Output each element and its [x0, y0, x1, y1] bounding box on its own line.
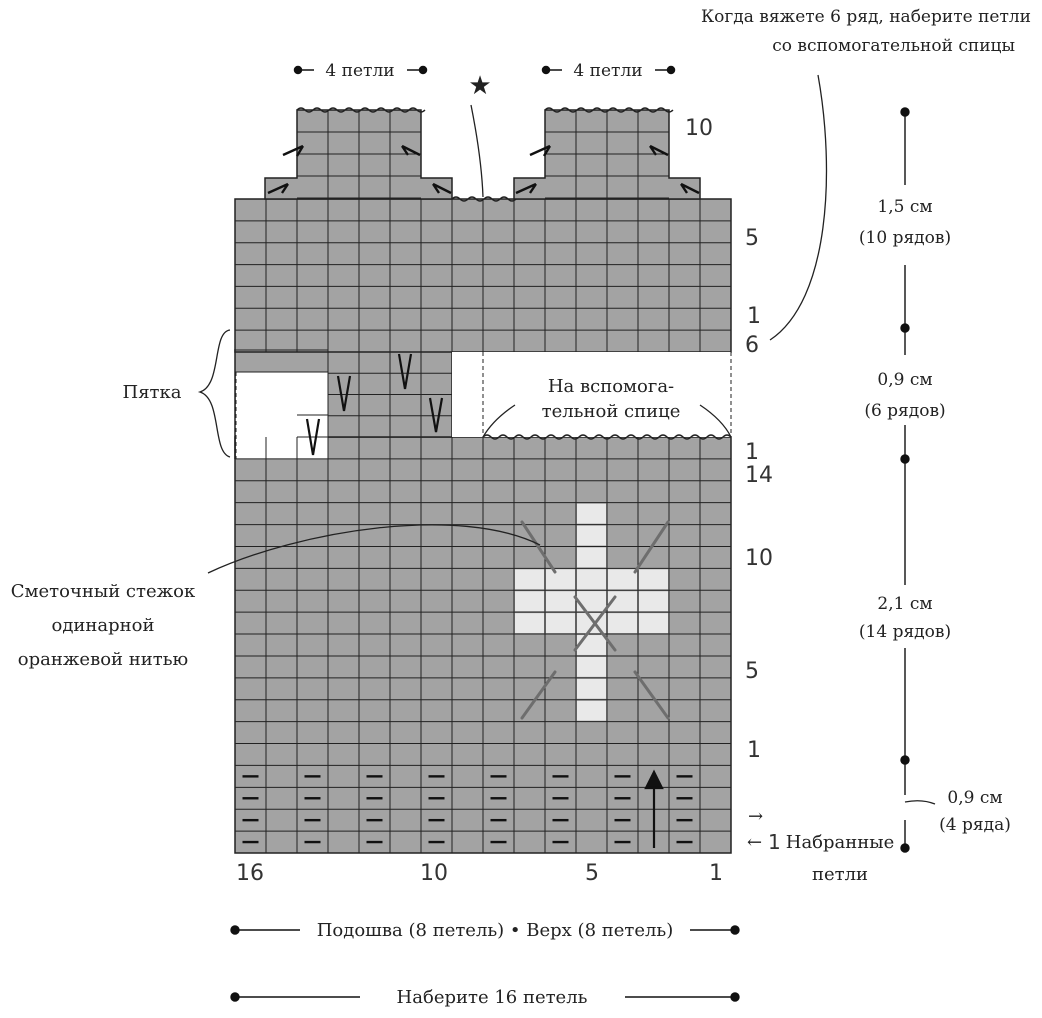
- motif-cell: [639, 569, 668, 590]
- aux-needle-label-2: тельной спице: [542, 401, 681, 422]
- row-number-top-5: 5: [745, 226, 759, 251]
- arrow-right-glyph: →: [748, 806, 763, 827]
- caston-label-1: Набранные: [786, 832, 895, 853]
- caston-label-2: петли: [812, 864, 868, 885]
- motif-cell: [515, 613, 544, 634]
- bottom-dimensions: [230, 925, 740, 1002]
- dashed-outlines: [235, 352, 732, 459]
- wave-middle-top: [451, 196, 517, 202]
- motif-cell: [577, 700, 606, 721]
- decrease-mark: [267, 182, 289, 195]
- row-number-1: 1: [747, 738, 761, 763]
- decrease-mark: [529, 144, 552, 157]
- measure-2-line-2: (6 рядов): [864, 401, 945, 421]
- basting-stitches: [520, 520, 670, 720]
- basting-label-2: одинарной: [52, 615, 155, 636]
- decrease-mark: [432, 182, 452, 195]
- grid-lines: [235, 110, 731, 853]
- row-number-mid-1: 1: [745, 440, 759, 465]
- motif-cell: [608, 569, 637, 590]
- col-number-1: 1: [709, 861, 723, 886]
- basting-label-3: оранжевой нитью: [18, 649, 188, 670]
- row-number-bottom-1: 1: [768, 830, 781, 854]
- row-number-top-1: 1: [747, 304, 761, 329]
- row-number-5: 5: [745, 659, 759, 684]
- star-icon: ★: [468, 71, 491, 101]
- top-dimensions: [293, 65, 676, 75]
- decrease-marks: [267, 144, 700, 195]
- small-measure-leader: [904, 800, 936, 805]
- measure-3-line-2: (14 рядов): [859, 622, 951, 642]
- v-mark: [428, 397, 444, 433]
- heel-brace: [197, 329, 231, 458]
- motif-cell: [577, 503, 606, 524]
- col-number-16: 16: [236, 861, 264, 886]
- wavy-edges: [296, 107, 732, 440]
- top-note-line-1: Когда вяжете 6 ряд, наберите петли: [701, 7, 1031, 27]
- measure-4-line-2: (4 ряда): [939, 815, 1011, 835]
- motif-cell: [639, 613, 668, 634]
- motif-cell: [546, 591, 575, 612]
- star-leader: [470, 104, 484, 198]
- wave-left-top: [296, 107, 426, 113]
- motif-cell: [546, 569, 575, 590]
- measure-1-line-1: 1,5 см: [877, 197, 932, 217]
- measure-2-line-1: 0,9 см: [877, 370, 932, 390]
- aux-needle-label-1: На вспомога-: [548, 376, 674, 397]
- heel-label: Пятка: [123, 382, 182, 403]
- heel-cutouts: [236, 352, 731, 459]
- decrease-mark: [401, 144, 421, 157]
- basting-leader: [207, 524, 541, 574]
- aux-leader-left: [482, 404, 516, 438]
- motif-cell: [577, 635, 606, 655]
- top-label-left: 4 петли: [325, 61, 394, 81]
- decrease-mark: [649, 144, 669, 157]
- col-number-10: 10: [420, 861, 448, 886]
- motif-cell: [546, 613, 575, 634]
- motif-cell: [515, 569, 544, 590]
- motif-cell: [639, 591, 668, 612]
- top-label-right: 4 петли: [573, 61, 642, 81]
- aux-leader-right: [699, 404, 732, 438]
- direction-arrow: [644, 769, 664, 848]
- measure-1-line-2: (10 рядов): [859, 228, 951, 248]
- note-leader: [769, 74, 828, 341]
- decrease-mark: [680, 182, 700, 195]
- measure-3-line-1: 2,1 см: [877, 594, 932, 614]
- basting-label-1: Сметочный стежок: [11, 581, 196, 602]
- sole-top-label: Подошва (8 петель) • Верх (8 петель): [317, 920, 674, 941]
- motif-cell: [608, 613, 637, 634]
- motif-cell: [577, 678, 606, 699]
- motif-cell: [515, 591, 544, 612]
- wave-aux-needle: [482, 434, 732, 440]
- motif-cell: [577, 547, 606, 568]
- measure-4-line-1: 0,9 см: [947, 788, 1002, 808]
- leader-lines: [197, 74, 936, 805]
- v-mark: [336, 375, 352, 412]
- row-number-top-10: 10: [685, 116, 713, 141]
- decrease-mark: [515, 182, 537, 195]
- v-mark: [305, 418, 321, 456]
- motif-cell: [577, 656, 606, 677]
- top-note-line-2: со вспомогательной спицы: [772, 36, 1015, 56]
- row-number-14: 14: [745, 463, 773, 488]
- purl-marks: [242, 775, 693, 844]
- row-number-6: 6: [745, 333, 759, 358]
- row-number-10: 10: [745, 546, 773, 571]
- motif-cell: [577, 591, 606, 612]
- arrow-left-glyph: ←: [747, 832, 762, 853]
- right-measurement-line: [900, 107, 910, 853]
- decrease-mark: [282, 144, 305, 157]
- motif-cell: [577, 525, 606, 546]
- col-number-5: 5: [585, 861, 599, 886]
- caston-total-label: Наберите 16 петель: [397, 987, 588, 1008]
- slip-stitch-marks: [305, 353, 444, 456]
- wave-right-top: [544, 107, 674, 113]
- motif-cell: [577, 569, 606, 590]
- v-mark: [397, 353, 413, 390]
